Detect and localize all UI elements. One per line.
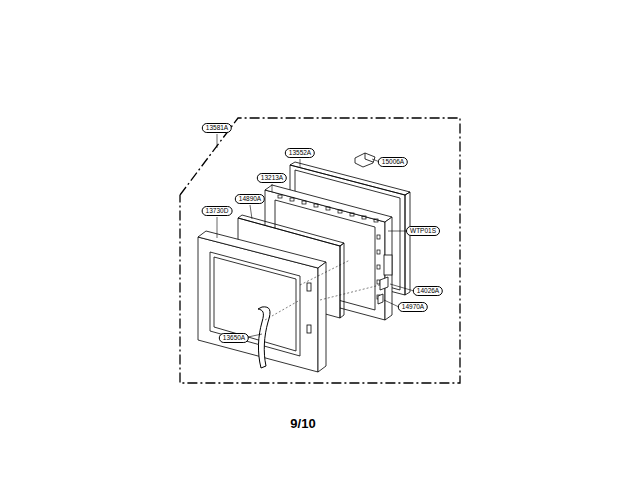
door-front-frame bbox=[198, 231, 326, 372]
door-sensor bbox=[355, 153, 375, 167]
assembly-boundary bbox=[180, 118, 460, 383]
callout-number: 13552A bbox=[285, 148, 315, 158]
callout-number: WTP01S bbox=[406, 226, 440, 236]
callout-number: 14890A bbox=[235, 194, 265, 204]
latch-parts bbox=[378, 277, 388, 304]
assembly-lines bbox=[265, 260, 380, 320]
callout-number: 13650A bbox=[219, 333, 249, 343]
callout-number: 13213A bbox=[257, 173, 287, 183]
door-handle bbox=[258, 307, 270, 368]
callout-number: 14026A bbox=[413, 286, 443, 296]
leader-lines bbox=[217, 134, 414, 337]
callout-number: 13730D bbox=[202, 206, 233, 216]
callout-number: 14970A bbox=[398, 302, 428, 312]
page-number: 9/10 bbox=[290, 416, 315, 431]
callout-number: 15006A bbox=[378, 157, 408, 167]
callout-number: 13581A bbox=[202, 123, 232, 133]
